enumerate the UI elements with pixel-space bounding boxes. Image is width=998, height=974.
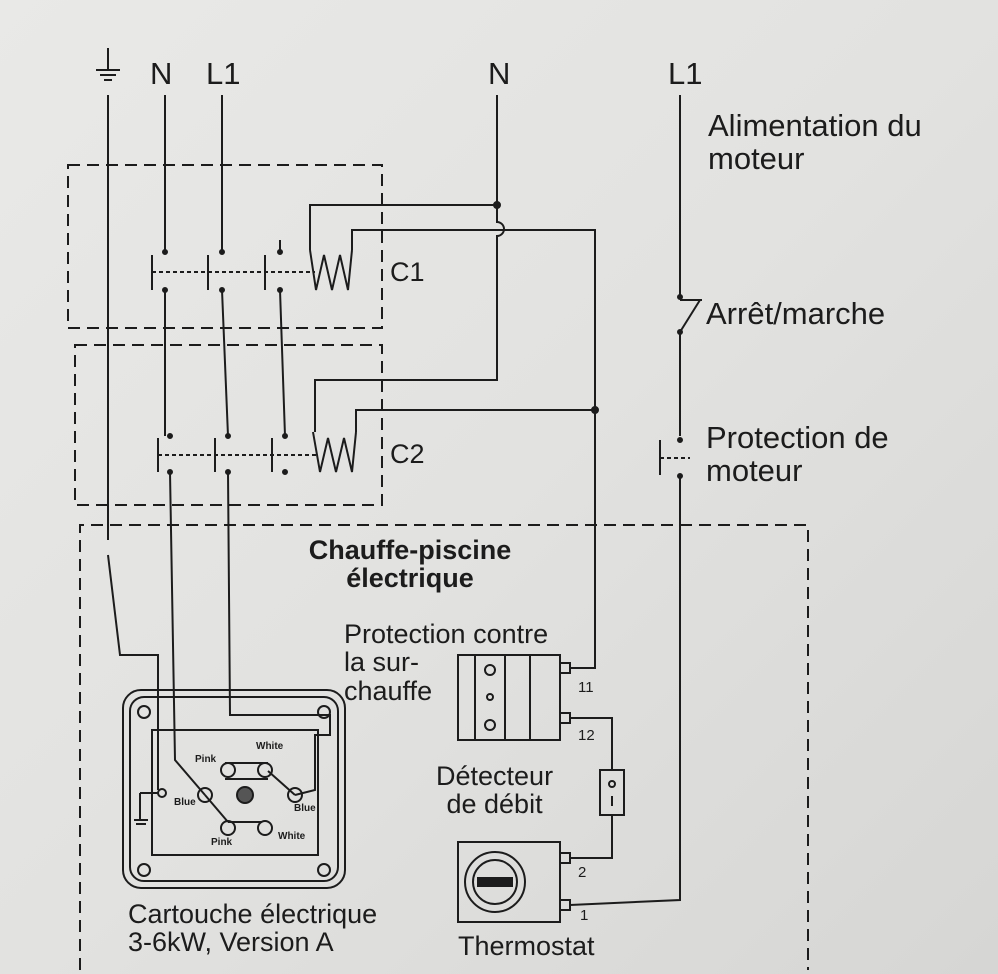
label-c1: C1 (390, 257, 425, 287)
thermostat-device (457, 841, 571, 923)
c1-box (67, 164, 383, 329)
motor-supply-line2: moteur (708, 140, 805, 176)
terminal-2: 2 (578, 864, 587, 881)
overheat-line3: chauffe (344, 675, 433, 706)
motor-supply-line1: Alimentation du (708, 108, 922, 143)
label-flow-detector: Détecteur de débit (436, 762, 553, 819)
earth-icon (96, 48, 120, 81)
c2-contacts (157, 431, 357, 475)
label-n-left: N (150, 56, 173, 91)
c1-contacts (151, 249, 353, 293)
label-c2: C2 (390, 439, 425, 469)
terminal-1: 1 (580, 907, 589, 924)
wire-blue-left: Blue (174, 797, 196, 808)
label-cartridge: Cartouche électrique 3-6kW, Version A (128, 900, 377, 957)
label-overheat-protection: Protection contre la sur- chauffe (344, 620, 548, 705)
heater-title-line1: Chauffe-piscine (308, 535, 512, 565)
label-l1-right: L1 (668, 56, 703, 91)
heater-title-line2: électrique (346, 563, 474, 594)
heater-box (79, 524, 809, 970)
overheat-line1: Protection contre (344, 619, 549, 649)
heater-title: Chauffe-piscine électrique (275, 536, 545, 593)
wire-pink-bottom: Pink (211, 837, 233, 848)
overheat-line2: la sur- (344, 647, 420, 678)
cartridge-line2: 3-6kW, Version A (128, 927, 334, 958)
flow-detector-box (599, 769, 625, 816)
label-motor-supply: Alimentation du moteur (708, 108, 922, 176)
label-n-right: N (488, 56, 511, 91)
motor-protection-line1: Protection de (706, 420, 889, 455)
terminal-12: 12 (578, 727, 595, 744)
motor-protection-line2: moteur (706, 452, 803, 488)
label-on-off: Arrêt/marche (706, 296, 886, 331)
cartridge-line1: Cartouche électrique (128, 899, 378, 929)
flow-line2: de débit (446, 789, 543, 820)
overheat-protection-device (457, 654, 571, 741)
label-thermostat: Thermostat (458, 931, 595, 961)
label-motor-protection: Protection de moteur (706, 420, 889, 488)
label-l1-left: L1 (206, 56, 241, 91)
wire-white-bottom: White (278, 831, 306, 842)
wire-pink-top: Pink (195, 754, 217, 765)
flow-line1: Détecteur (436, 761, 554, 791)
wire-blue-right: Blue (294, 803, 316, 814)
c2-box (74, 344, 383, 506)
wire-white-top: White (256, 741, 284, 752)
cartridge-device (122, 689, 346, 889)
terminal-11: 11 (578, 679, 594, 696)
